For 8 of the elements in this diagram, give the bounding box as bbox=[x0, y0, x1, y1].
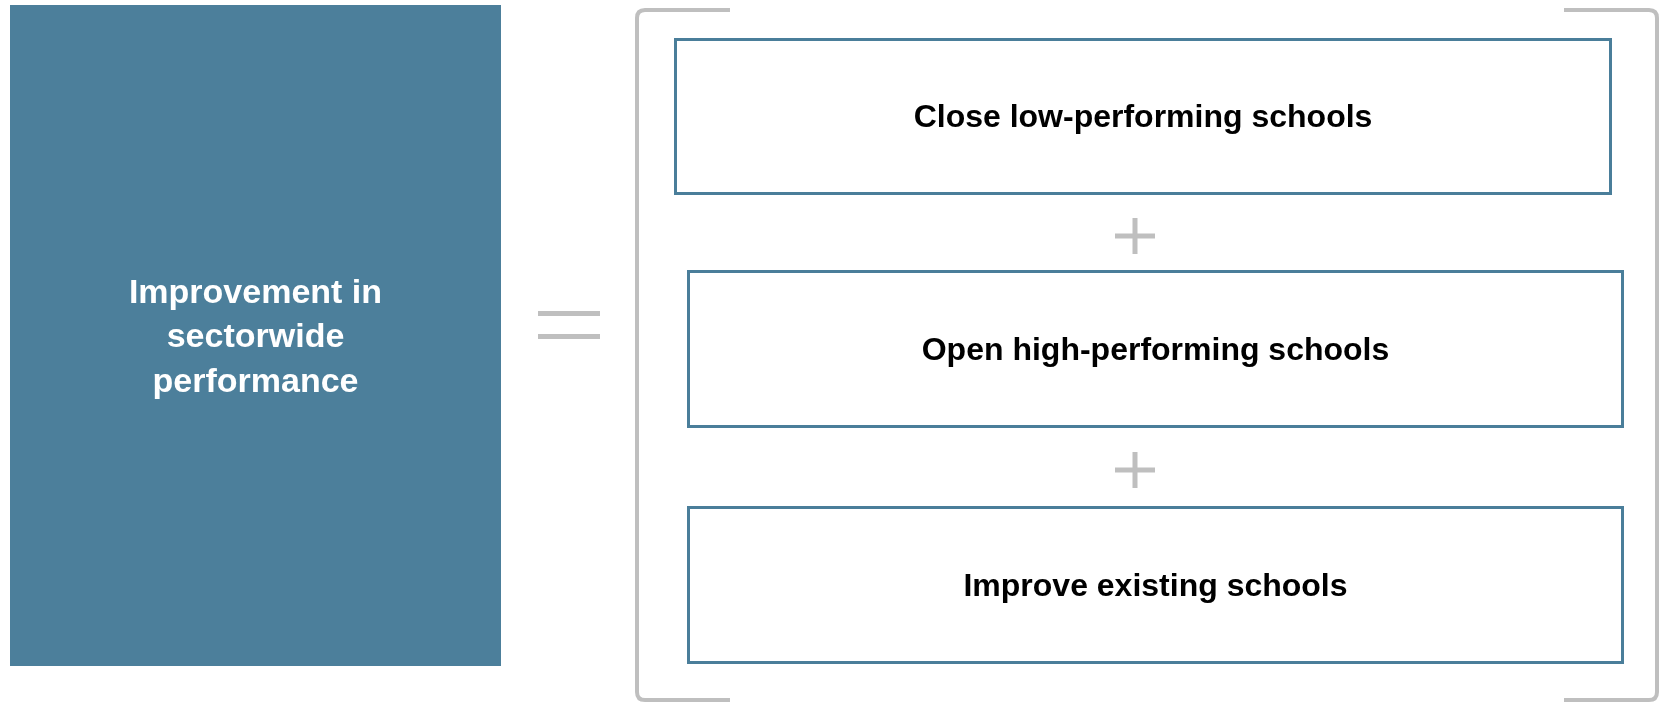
box-label: Improvement in sectorwide performance bbox=[127, 271, 384, 401]
box-label: Close low-performing schools bbox=[913, 98, 1373, 135]
term-box bbox=[687, 270, 1624, 428]
term-box bbox=[687, 506, 1624, 664]
box-label: Open high-performing schools bbox=[921, 330, 1390, 368]
result-box bbox=[10, 5, 501, 666]
box-label: Improve existing schools bbox=[963, 566, 1348, 604]
term-box bbox=[674, 38, 1612, 195]
